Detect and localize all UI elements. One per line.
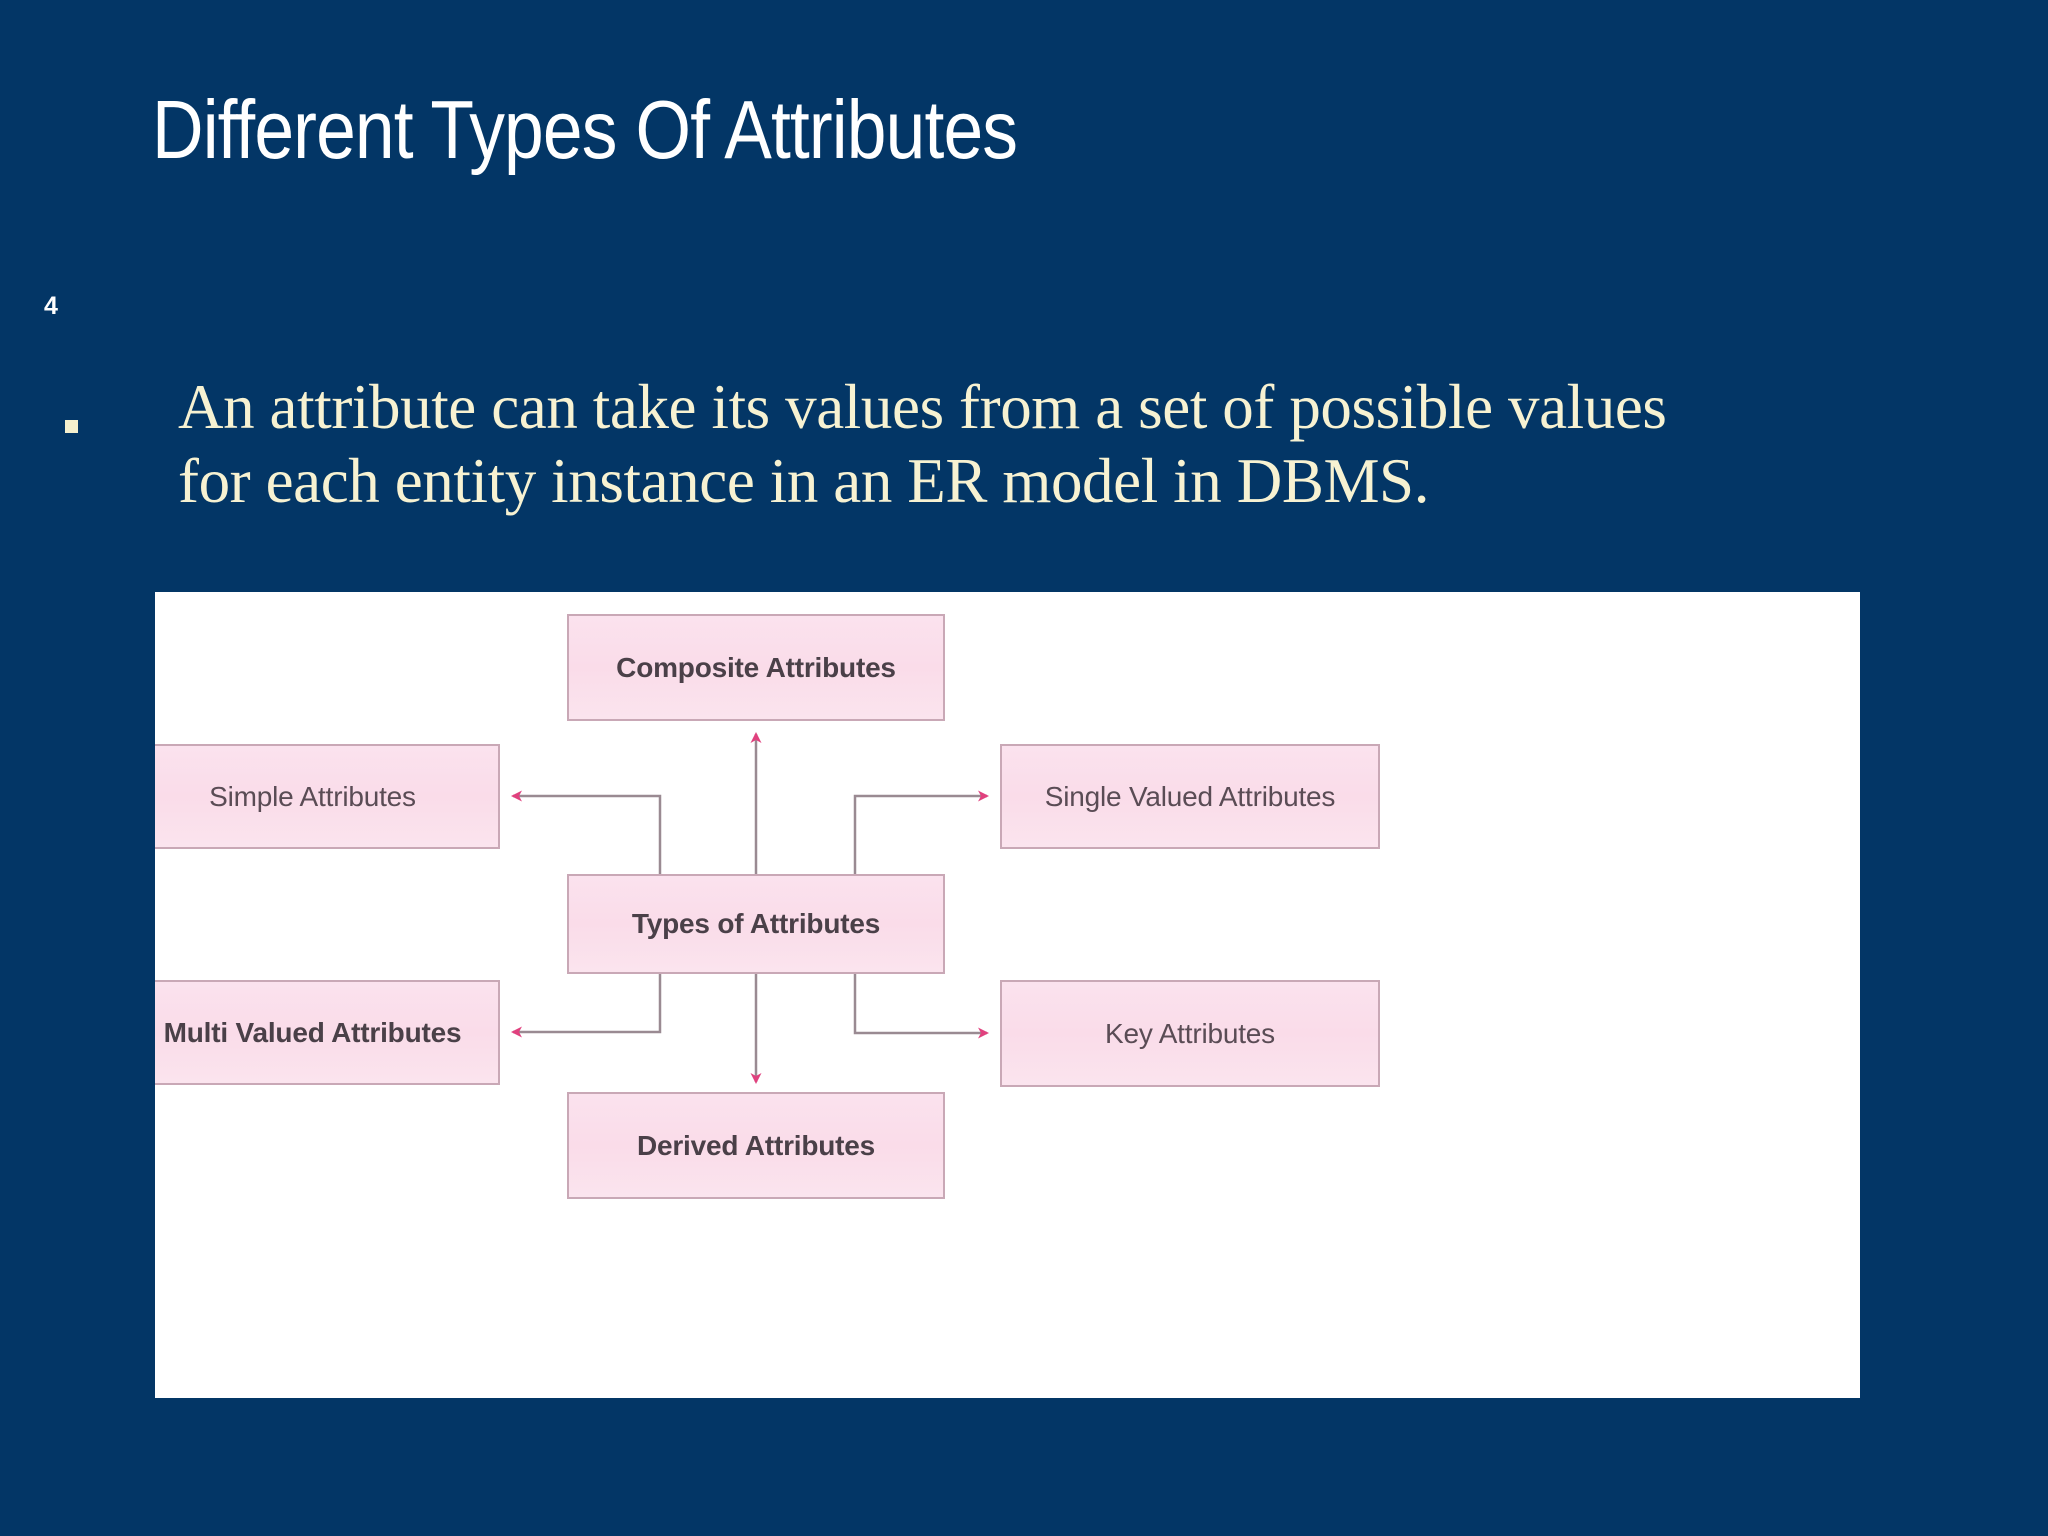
page-title: Different Types Of Attributes bbox=[152, 83, 1018, 176]
node-derived-attributes[interactable]: Derived Attributes bbox=[567, 1092, 945, 1199]
diagram-connectors bbox=[511, 732, 989, 1084]
node-types-of-attributes[interactable]: Types of Attributes bbox=[567, 874, 945, 974]
square-bullet-icon bbox=[65, 420, 78, 433]
body-text-line-1: An attribute can take its values from a … bbox=[178, 372, 1667, 442]
slide-number: 4 bbox=[44, 292, 58, 320]
node-simple-attributes[interactable]: Simple Attributes bbox=[155, 744, 500, 849]
body-text: An attribute can take its values from a … bbox=[178, 370, 1968, 519]
node-multi-valued-attributes[interactable]: Multi Valued Attributes bbox=[155, 980, 500, 1085]
body-text-line-2: for each entity instance in an ER model … bbox=[178, 446, 1430, 517]
node-key-attributes[interactable]: Key Attributes bbox=[1000, 980, 1380, 1087]
node-single-valued-attributes[interactable]: Single Valued Attributes bbox=[1000, 744, 1380, 849]
node-composite-attributes[interactable]: Composite Attributes bbox=[567, 614, 945, 721]
attributes-diagram: Composite Attributes Simple Attributes S… bbox=[155, 592, 1860, 1398]
